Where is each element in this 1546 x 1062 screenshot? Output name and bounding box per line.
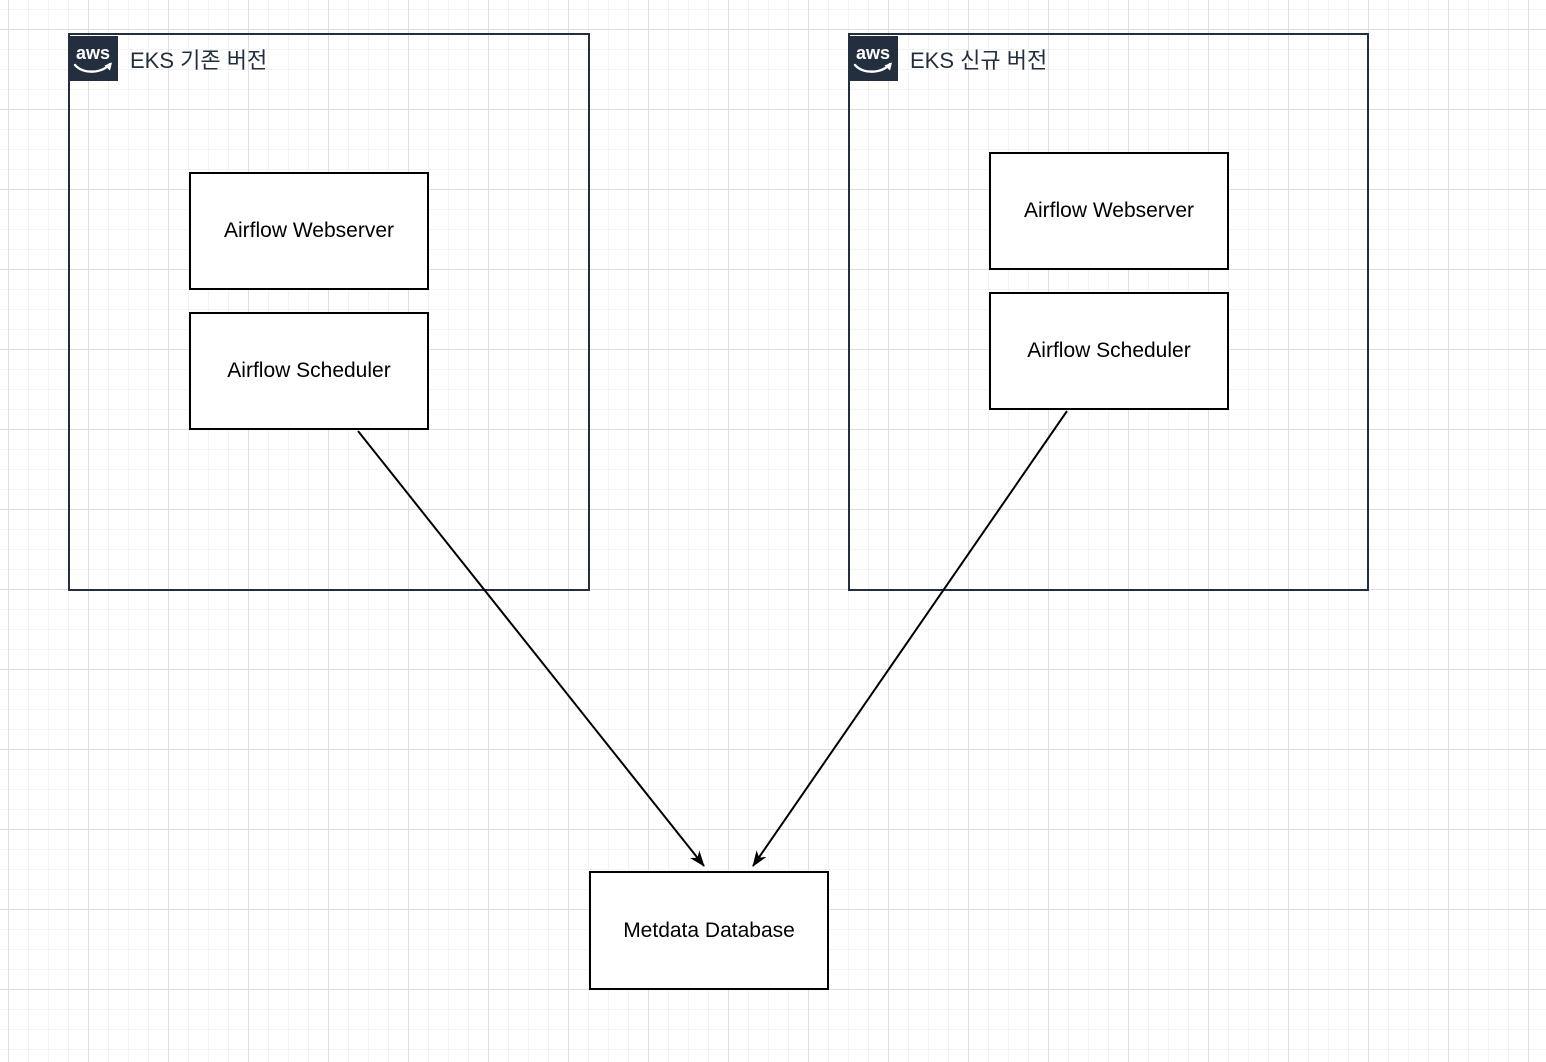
aws-badge-text: aws [856, 43, 890, 63]
node-airflow-scheduler[interactable]: Airflow Scheduler [189, 312, 429, 430]
group-title: EKS 기존 버전 [130, 48, 268, 73]
aws-badge-text: aws [76, 43, 110, 63]
aws-logo-icon: aws [848, 36, 898, 81]
group-title: EKS 신규 버전 [910, 48, 1048, 73]
aws-logo-icon: aws [68, 36, 118, 81]
group-eks-old[interactable]: aws EKS 기존 버전 Airflow Webserver Airflow … [68, 33, 590, 591]
node-airflow-scheduler[interactable]: Airflow Scheduler [989, 292, 1229, 410]
node-label: Airflow Webserver [1024, 199, 1194, 222]
node-airflow-webserver[interactable]: Airflow Webserver [989, 152, 1229, 270]
node-label: Airflow Scheduler [1027, 339, 1191, 362]
node-label: Airflow Scheduler [227, 359, 391, 382]
group-eks-new[interactable]: aws EKS 신규 버전 Airflow Webserver Airflow … [848, 33, 1369, 591]
node-metdata-database[interactable]: Metdata Database [589, 871, 829, 990]
node-label: Metdata Database [623, 918, 795, 942]
node-label: Airflow Webserver [224, 219, 394, 242]
node-airflow-webserver[interactable]: Airflow Webserver [189, 172, 429, 290]
